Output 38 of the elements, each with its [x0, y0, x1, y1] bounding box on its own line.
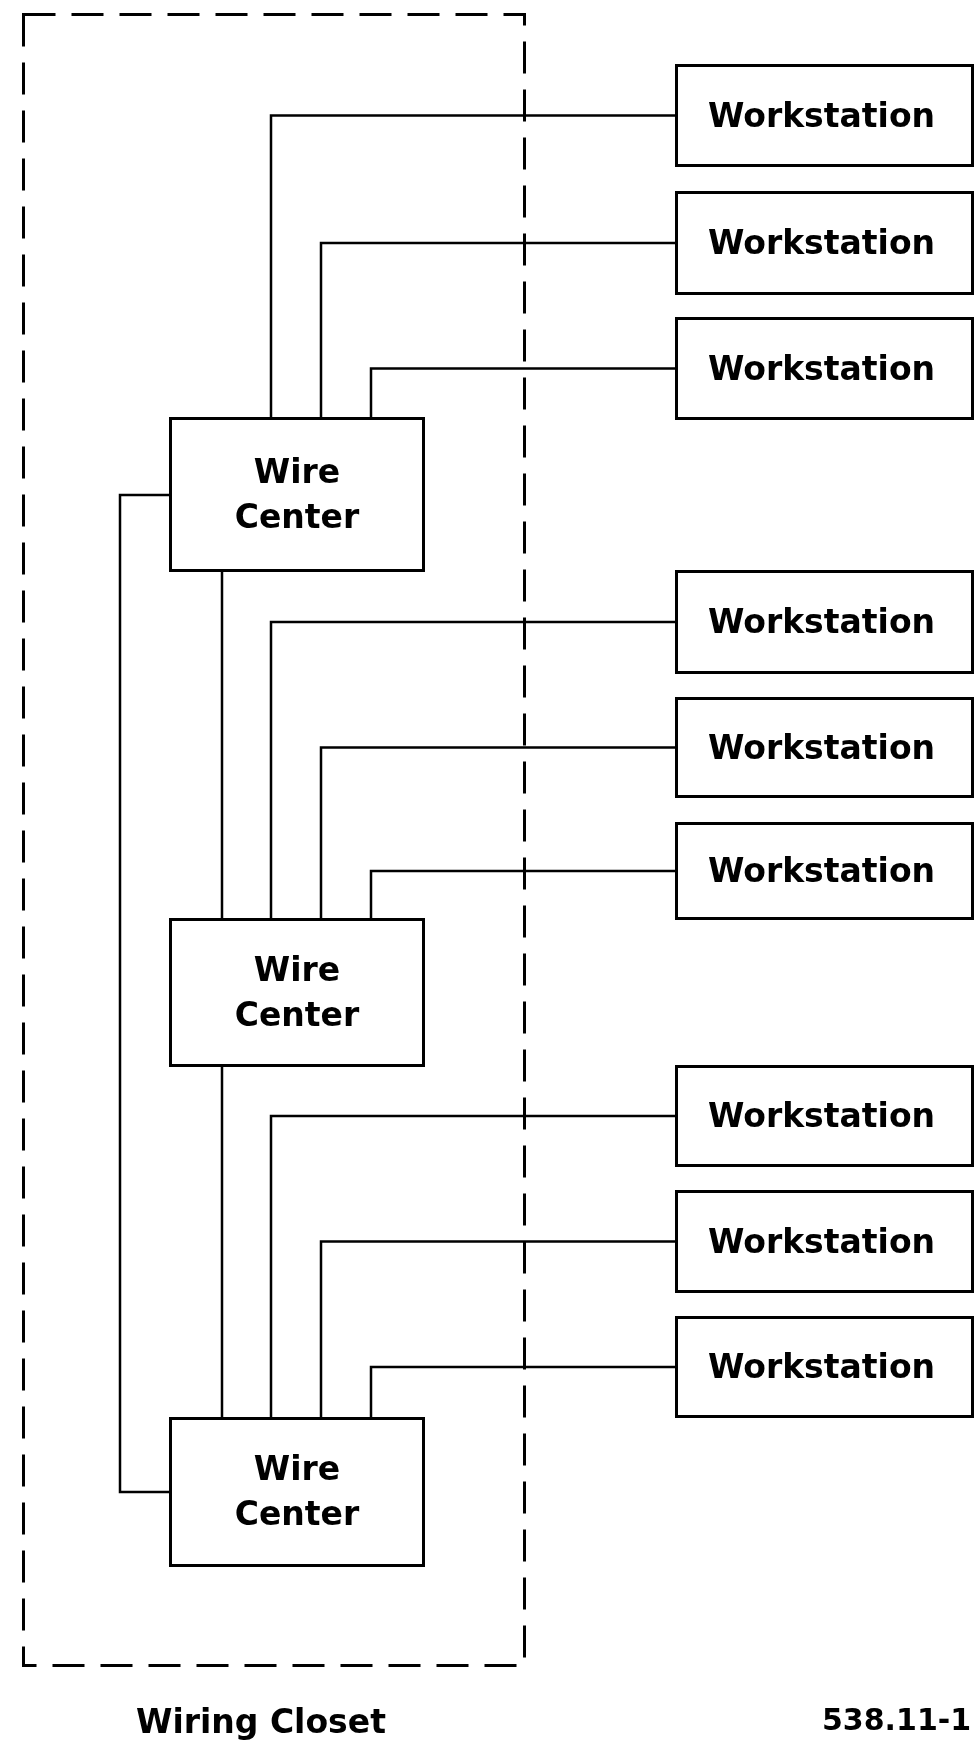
workstation-box [675, 822, 974, 920]
cable-line [269, 1114, 675, 1417]
node-label: Wire Center [233, 450, 361, 538]
wire-center-box [169, 1417, 425, 1567]
node-label: Workstation [708, 94, 936, 137]
cable-line [319, 241, 675, 417]
cable-line [118, 493, 169, 1494]
cable-line [369, 367, 675, 417]
workstation-box [675, 697, 974, 798]
wire-center-box [169, 417, 425, 572]
node-label: Workstation [708, 222, 936, 265]
node-label: Workstation [708, 726, 936, 769]
area-title: Wiring Closet [136, 1701, 386, 1743]
workstation-box [675, 1190, 974, 1293]
node-label: Workstation [708, 347, 936, 390]
cable-line [319, 1240, 675, 1417]
cable-line [220, 572, 224, 918]
cable-line [220, 1067, 224, 1417]
cable-line [269, 114, 675, 417]
node-label: Workstation [708, 850, 936, 893]
figure-number: 538.11-1 [822, 1701, 972, 1739]
workstation-box [675, 1316, 974, 1418]
cable-line [319, 746, 675, 918]
node-label: Workstation [708, 601, 936, 644]
wire-center-box [169, 918, 425, 1067]
cable-line [369, 1365, 675, 1417]
node-label: Wire Center [233, 1448, 361, 1535]
cable-line [269, 620, 675, 918]
node-label: Workstation [708, 1095, 936, 1138]
workstation-box [675, 570, 974, 674]
workstation-box [675, 1065, 974, 1167]
workstation-box [675, 317, 974, 420]
workstation-box [675, 191, 974, 295]
node-label: Wire Center [233, 948, 361, 1036]
node-label: Workstation [708, 1220, 936, 1263]
workstation-box [675, 64, 974, 167]
node-label: Workstation [708, 1346, 936, 1389]
cable-line [369, 869, 675, 918]
